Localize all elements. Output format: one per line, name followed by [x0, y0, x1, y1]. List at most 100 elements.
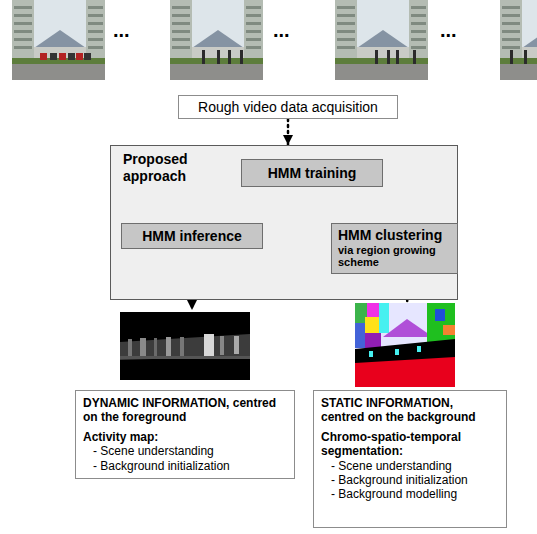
frame-scenery	[14, 14, 32, 17]
frame-scenery	[170, 0, 192, 60]
frame-figure	[84, 53, 91, 60]
frame-scenery	[246, 6, 261, 9]
frame-scenery	[500, 58, 537, 64]
frame-scenery	[12, 0, 105, 80]
frame-figure	[375, 50, 378, 64]
ellipsis-label: ...	[113, 20, 130, 40]
input-box: Rough video data acquisition	[178, 95, 398, 119]
process-box: HMM training	[241, 159, 383, 187]
frame-scenery	[500, 64, 537, 80]
segmentation-regions	[365, 333, 381, 348]
frame-scenery	[14, 22, 32, 25]
frame-scenery	[88, 14, 103, 17]
node-heading: DYNAMIC INFORMATION, centred on the fore…	[83, 396, 278, 424]
segmentation-regions	[383, 319, 433, 337]
group-box: Proposed approach HMM trainingHMM inferen…	[110, 145, 458, 300]
frame-scenery	[170, 0, 263, 80]
frame-figure	[240, 50, 243, 64]
frame-scenery	[502, 30, 520, 33]
frame-scenery	[246, 14, 261, 17]
node-text: - Background initialization	[331, 473, 499, 487]
frame-scenery	[411, 14, 426, 17]
video-frame	[500, 0, 537, 80]
frame-scenery	[335, 0, 357, 60]
node-heading: Proposed approach	[123, 151, 223, 184]
frame-scenery	[500, 0, 537, 80]
frame-scenery	[337, 30, 355, 33]
node-text: Chromo-spatio-temporal segmentation:	[321, 430, 499, 458]
ellipsis-label: ...	[273, 20, 290, 40]
frame-scenery	[86, 0, 105, 60]
activity-map-pixels	[220, 336, 224, 355]
frame-scenery	[88, 6, 103, 9]
frame-scenery	[170, 64, 263, 80]
frame-scenery	[14, 38, 32, 41]
frame-scenery	[244, 0, 263, 60]
frame-scenery	[12, 64, 105, 80]
frame-figure	[217, 50, 220, 64]
output-box: DYNAMIC INFORMATION, centred on the fore…	[75, 390, 295, 479]
frame-scenery	[12, 0, 34, 60]
activity-map-pixels	[154, 338, 157, 356]
activity-map-pixels	[140, 338, 146, 357]
frame-figure	[228, 50, 231, 64]
node-heading: HMM inference	[142, 228, 242, 245]
node-text: - Scene understanding	[93, 444, 287, 458]
frame-figure	[40, 53, 47, 60]
frame-scenery	[411, 22, 426, 25]
activity-map-pixels	[204, 334, 214, 356]
frame-scenery	[335, 64, 428, 80]
segmentation-image	[355, 303, 455, 387]
frame-scenery	[411, 6, 426, 9]
segmentation-regions	[427, 303, 455, 345]
node-heading: HMM clustering	[338, 227, 451, 244]
frame-figure	[396, 50, 399, 64]
frame-scenery	[172, 30, 190, 33]
frame-figure	[413, 50, 416, 64]
frame-scenery	[337, 6, 355, 9]
segmentation-regions	[395, 349, 399, 355]
frame-scenery	[502, 22, 520, 25]
node-text: - Background initialization	[93, 459, 287, 473]
frame-scenery	[172, 38, 190, 41]
frame-scenery	[337, 22, 355, 25]
segmentation-regions	[443, 325, 455, 335]
video-frame	[170, 0, 263, 80]
frame-scenery	[14, 46, 32, 49]
activity-map-pixels	[120, 356, 250, 359]
frame-scenery	[88, 22, 103, 25]
segmentation-regions	[369, 351, 373, 357]
segmentation-regions	[435, 309, 445, 321]
frame-scenery	[246, 30, 261, 33]
frame-figure	[510, 50, 513, 64]
frame-figure	[59, 53, 66, 60]
frame-figure	[50, 53, 57, 60]
frame-scenery	[409, 0, 428, 60]
node-text: - Scene understanding	[331, 459, 499, 473]
frame-scenery	[172, 46, 190, 49]
node-text: - Background modelling	[331, 487, 499, 501]
frame-scenery	[88, 30, 103, 33]
node-text: via region growing scheme	[338, 244, 450, 270]
frame-scenery	[88, 38, 103, 41]
frame-scenery	[502, 38, 520, 41]
frame-figure	[76, 53, 83, 60]
frame-figure	[68, 53, 75, 60]
frame-scenery	[502, 6, 520, 9]
frame-scenery	[337, 38, 355, 41]
node-text: Activity map:	[83, 430, 287, 444]
segmentation-regions	[355, 339, 455, 363]
frame-scenery	[14, 30, 32, 33]
segmentation-regions	[355, 323, 365, 348]
frame-scenery	[170, 58, 263, 64]
frame-scenery	[12, 58, 105, 64]
frame-figure	[202, 50, 205, 64]
frame-scenery	[357, 47, 409, 59]
frame-scenery	[34, 47, 86, 59]
frame-scenery	[337, 14, 355, 17]
frame-scenery	[34, 30, 86, 48]
frame-scenery	[522, 30, 537, 48]
frame-scenery	[411, 30, 426, 33]
frame-scenery	[14, 6, 32, 9]
frame-scenery	[357, 30, 409, 48]
